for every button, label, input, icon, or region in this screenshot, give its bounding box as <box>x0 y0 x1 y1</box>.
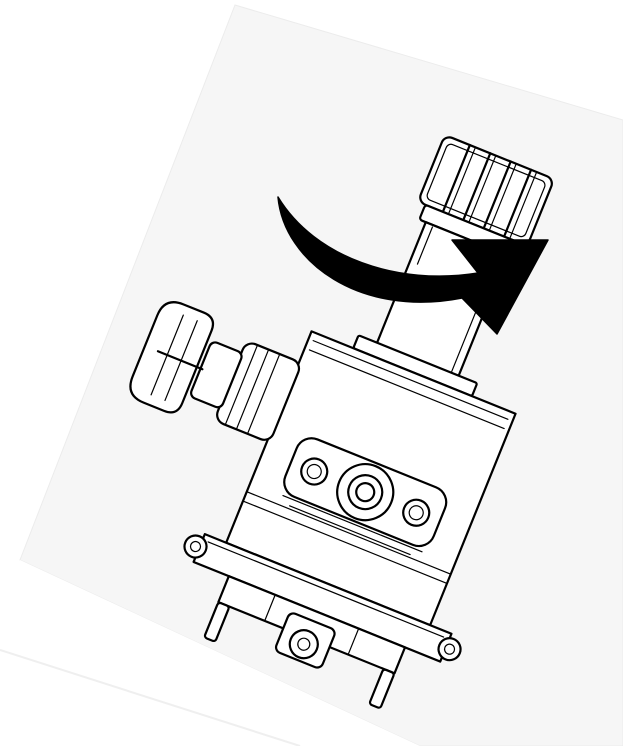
side-handwheel <box>129 301 301 441</box>
base-plate <box>183 533 462 709</box>
main-body <box>225 330 517 627</box>
rotation-arrow-icon <box>277 196 549 335</box>
